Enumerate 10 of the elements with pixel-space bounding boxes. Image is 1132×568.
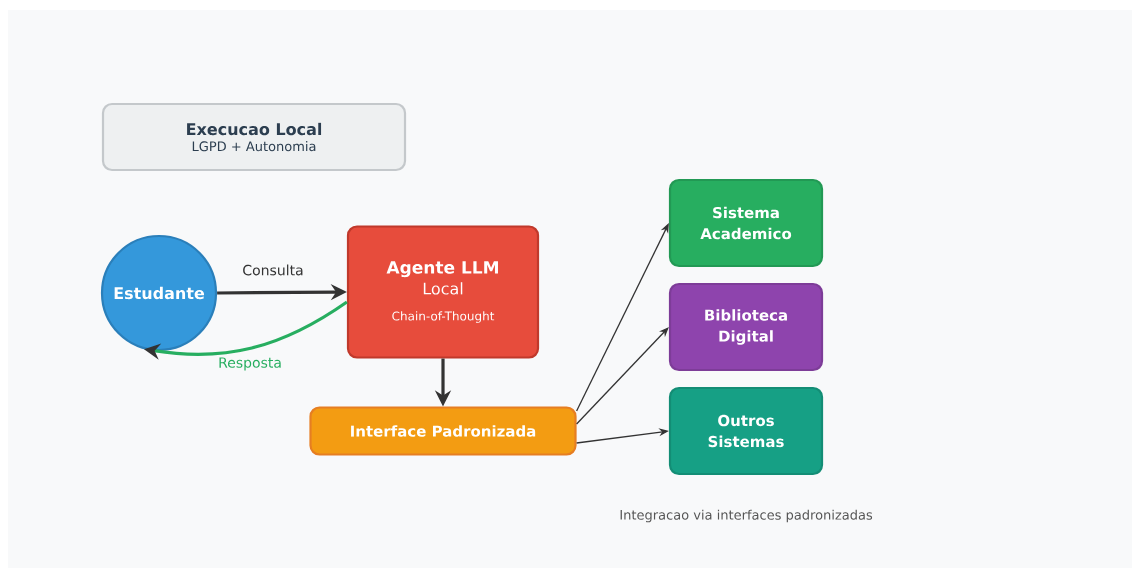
process-box: Agente LLM Local Chain-of-Thought [346,225,540,359]
caption-text: Integracao via interfaces padronizadas [620,509,873,523]
arrow [575,223,669,412]
edge-label: Resposta [217,356,283,372]
system-box: Biblioteca Digital [668,282,824,372]
arrow [575,327,669,425]
process-box: Interface Padronizada [309,406,577,456]
system-box: Outros Sistemas [668,386,824,476]
system-box: Sistema Academico [668,178,824,268]
info-box: Execucao Local LGPD + Autonomia [101,102,407,172]
